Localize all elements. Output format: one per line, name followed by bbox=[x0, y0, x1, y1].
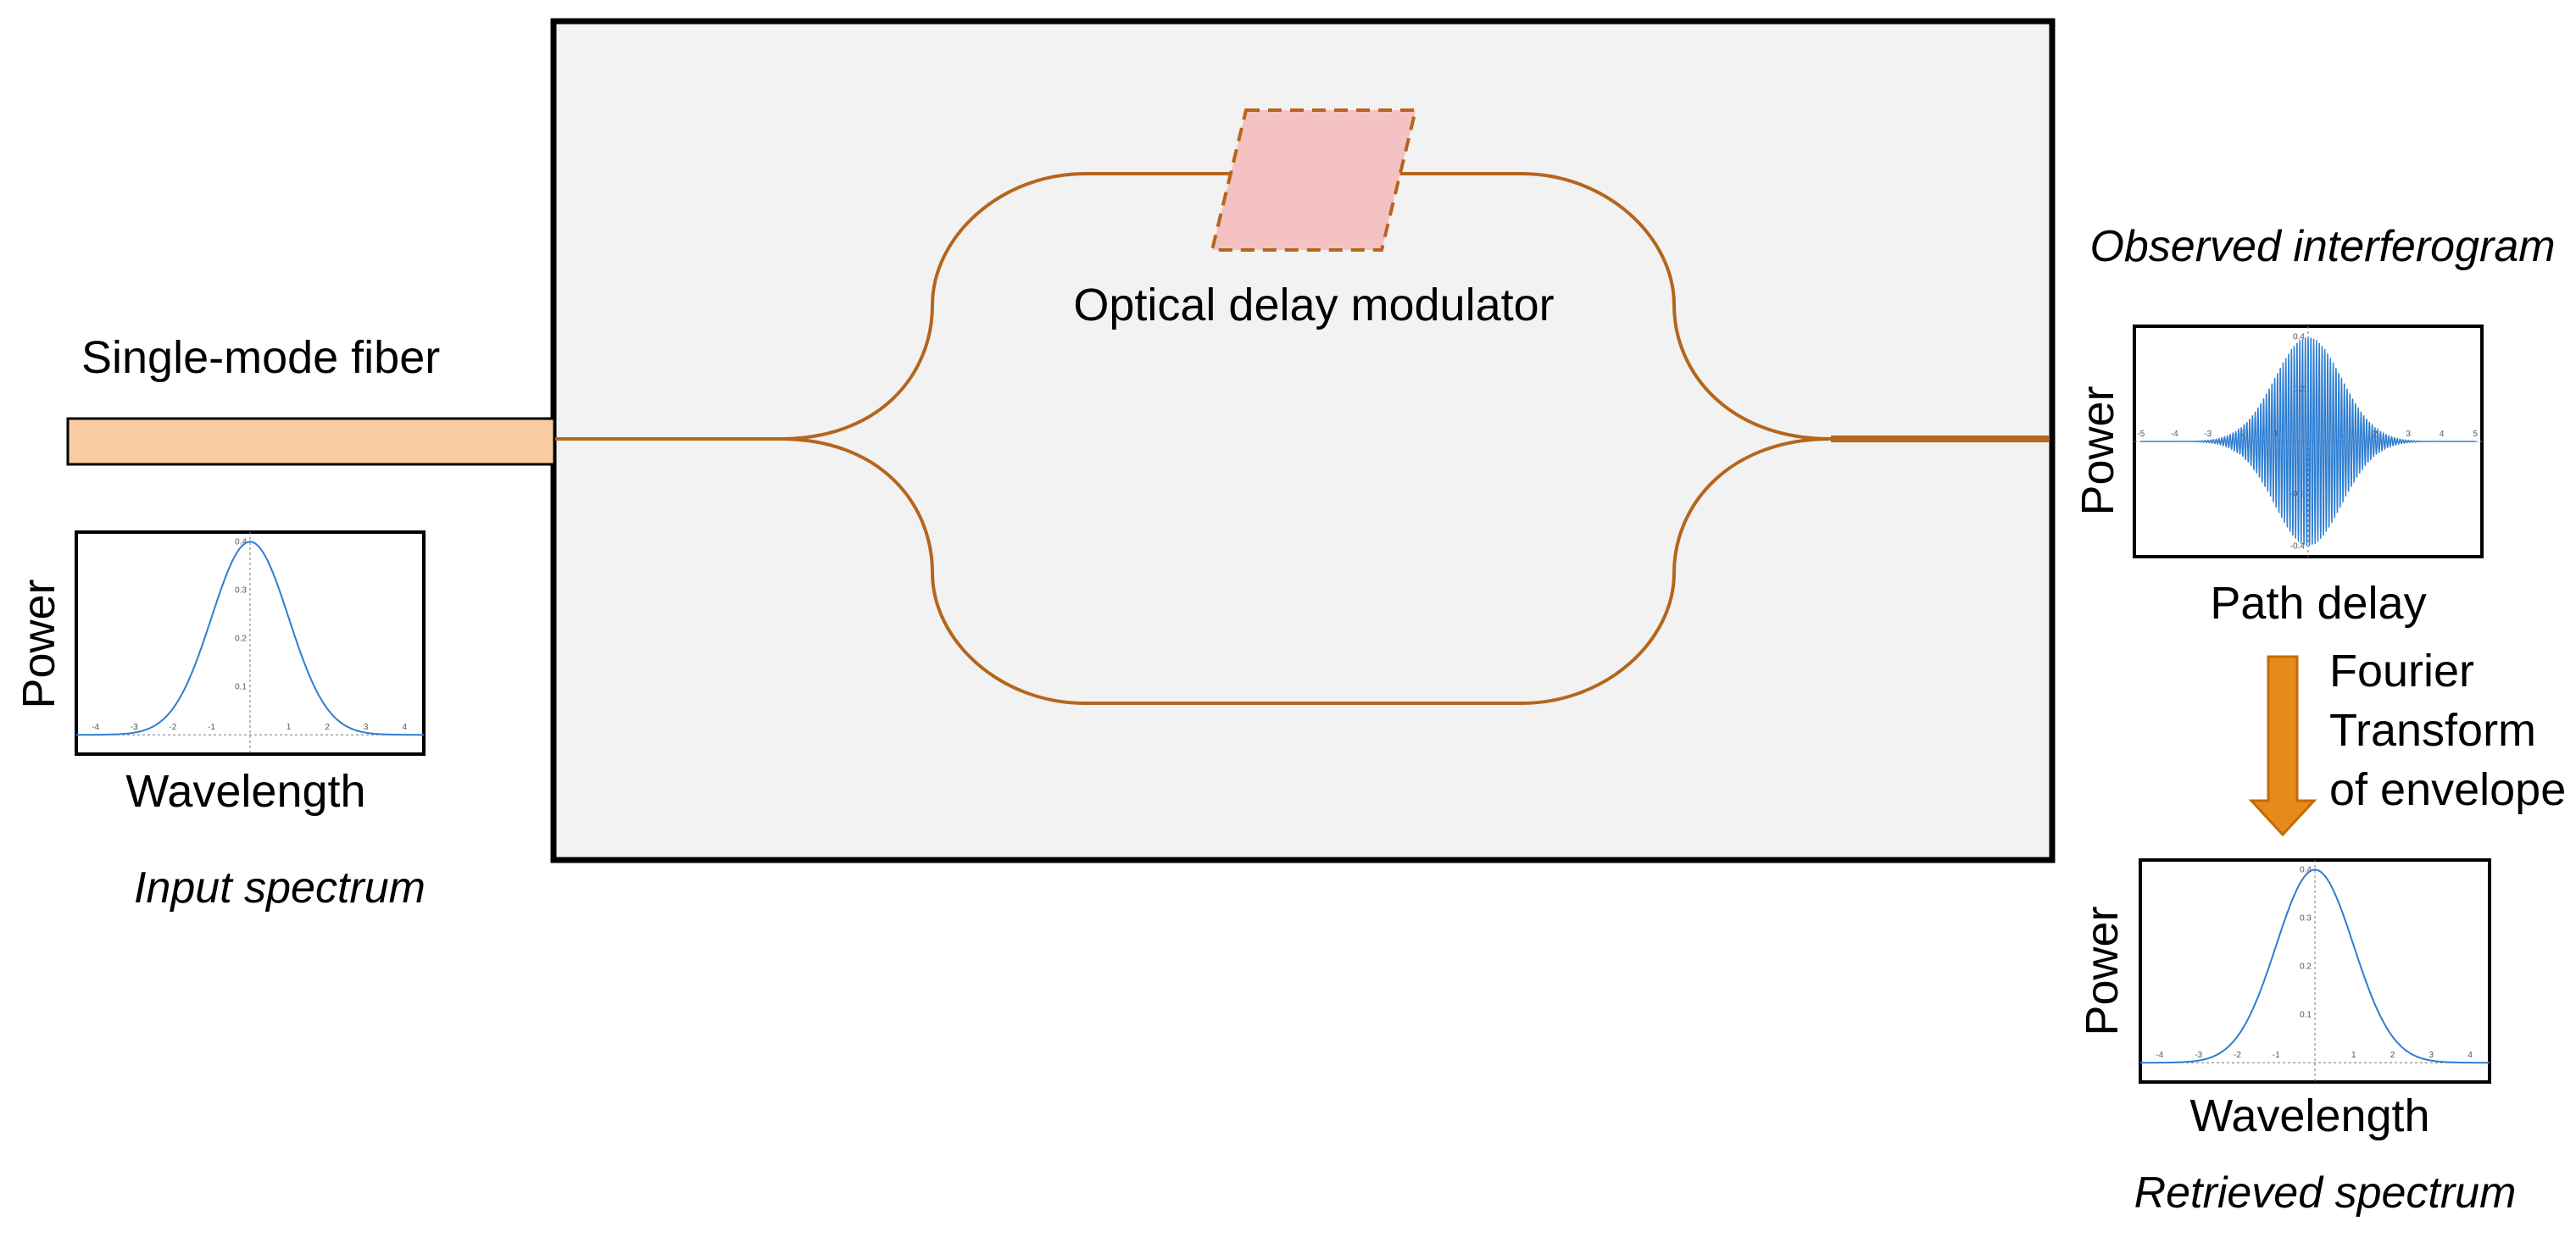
plot-x-tick-label: -2 bbox=[169, 723, 176, 732]
plot-x-tick-label: 1 bbox=[2351, 1051, 2356, 1060]
plot-x-tick-label: 3 bbox=[364, 723, 369, 732]
plot-y-tick-label: 0.4 bbox=[235, 537, 247, 547]
plot-x-tick-label: -3 bbox=[131, 723, 138, 732]
fiber-label: Single-mode fiber bbox=[81, 332, 440, 383]
fourier-label-line-3: of envelope bbox=[2329, 764, 2566, 815]
plot-y-tick-label: 0.4 bbox=[2300, 865, 2312, 874]
plot-x-tick-label: 2 bbox=[2390, 1051, 2395, 1060]
observed-interferogram-label: Observed interferogram bbox=[2089, 222, 2555, 271]
input-plot-ylabel: Power bbox=[14, 579, 64, 708]
plot-y-tick-label: 0.2 bbox=[2300, 962, 2312, 971]
fourier-label-line-2: Transform bbox=[2329, 705, 2536, 756]
modulator-label: Optical delay modulator bbox=[1073, 280, 1554, 330]
plot-curve bbox=[2140, 868, 2490, 1064]
plot-x-tick-label: 4 bbox=[402, 723, 407, 732]
retrieved-spectrum-label: Retrieved spectrum bbox=[2134, 1168, 2517, 1218]
plot-x-tick-label: -4 bbox=[2171, 430, 2178, 439]
single-mode-fiber bbox=[66, 417, 556, 466]
plot-y-tick-label: 0.4 bbox=[2293, 332, 2305, 341]
plot-x-tick-label: -2 bbox=[2234, 1051, 2241, 1060]
plot-curve bbox=[2140, 336, 2476, 547]
plot-x-tick-label: 4 bbox=[2440, 430, 2445, 439]
plot-x-tick-label: -4 bbox=[92, 723, 99, 732]
plot-y-tick-label: 0.2 bbox=[235, 634, 247, 643]
plot-x-tick-label: 1 bbox=[287, 723, 292, 732]
retrieved-spectrum-plot: -4 -3 -2 -1 1 2 3 4 0.1 0.2 0.3 0.4 bbox=[2139, 858, 2491, 1084]
plot-y-tick-label: 0.3 bbox=[235, 585, 247, 595]
plot-x-tick-label: 3 bbox=[2406, 430, 2411, 439]
plot-x-tick-label: -3 bbox=[2195, 1051, 2202, 1060]
lower-arm bbox=[779, 437, 1832, 705]
plot-x-tick-label: -5 bbox=[2137, 430, 2145, 439]
plot-x-tick-label: 3 bbox=[2429, 1051, 2434, 1060]
plot-x-tick-label: -4 bbox=[2156, 1051, 2163, 1060]
plot-y-tick-label: 0.3 bbox=[2300, 913, 2312, 923]
plot-x-tick-label: 4 bbox=[2468, 1051, 2473, 1060]
input-spectrum-label: Input spectrum bbox=[134, 863, 426, 913]
plot-y-tick-label: 0.1 bbox=[2300, 1010, 2312, 1019]
plot-x-tick-label: -1 bbox=[208, 723, 215, 732]
plot-y-tick-label: 0.1 bbox=[235, 682, 247, 691]
plot-x-tick-label: 2 bbox=[325, 723, 330, 732]
interferogram-plot-xlabel: Path delay bbox=[2210, 578, 2426, 629]
retrieved-plot-xlabel: Wavelength bbox=[2189, 1090, 2429, 1141]
plot-curve bbox=[76, 541, 424, 736]
retrieved-plot-ylabel: Power bbox=[2077, 906, 2128, 1035]
fourier-label-line-1: Fourier bbox=[2329, 646, 2474, 696]
fourier-arrow bbox=[2248, 655, 2317, 837]
optical-delay-modulator bbox=[1210, 108, 1418, 252]
input-plot-xlabel: Wavelength bbox=[125, 766, 365, 817]
plot-x-tick-label: -1 bbox=[2273, 1051, 2280, 1060]
plot-y-tick-label: -0.4 bbox=[2290, 542, 2306, 552]
input-spectrum-plot: -4 -3 -2 -1 1 2 3 4 0.1 0.2 0.3 0.4 bbox=[75, 530, 426, 756]
interferogram-plot-ylabel: Power bbox=[2072, 386, 2123, 515]
plot-x-tick-label: 5 bbox=[2473, 430, 2478, 439]
plot-x-tick-label: -3 bbox=[2204, 430, 2212, 439]
